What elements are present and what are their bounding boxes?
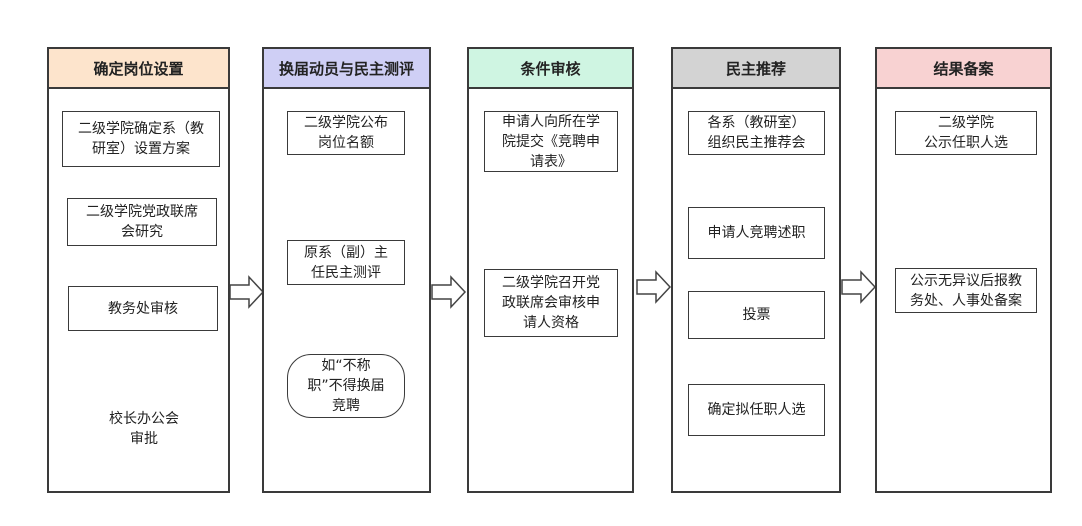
process-node: 申请人竞聘述职 — [688, 207, 825, 259]
column-header: 确定岗位设置 — [49, 49, 228, 89]
process-node: 教务处审核 — [68, 286, 218, 331]
stage-transition-arrow — [636, 270, 672, 304]
process-node: 投票 — [688, 291, 825, 339]
decision-node-label: 校长办公会 审批 — [109, 411, 179, 447]
stage-transition-arrow — [229, 275, 265, 309]
terminal-node: 如“不称 职”不得换届 竞聘 — [287, 354, 405, 418]
stage-transition-arrow — [431, 275, 467, 309]
process-node: 二级学院确定系（教 研室）设置方案 — [62, 111, 220, 167]
process-node: 二级学院公布 岗位名额 — [287, 111, 405, 155]
process-node: 二级学院党政联席 会研究 — [67, 198, 217, 246]
column-header: 结果备案 — [877, 49, 1050, 89]
process-node: 确定拟任职人选 — [688, 384, 825, 436]
column-header: 条件审核 — [469, 49, 632, 89]
process-node: 原系（副）主 任民主测评 — [287, 240, 405, 285]
process-node: 公示无异议后报教 务处、人事处备案 — [895, 268, 1037, 313]
process-node: 二级学院 公示任职人选 — [895, 111, 1037, 155]
column-header: 民主推荐 — [673, 49, 839, 89]
process-node: 二级学院召开党 政联席会审核申 请人资格 — [484, 269, 618, 337]
column-header: 换届动员与民主测评 — [264, 49, 429, 89]
stage-transition-arrow — [841, 270, 877, 304]
process-node: 申请人向所在学 院提交《竞聘申 请表》 — [484, 111, 618, 172]
process-node: 各系（教研室） 组织民主推荐会 — [688, 111, 825, 155]
